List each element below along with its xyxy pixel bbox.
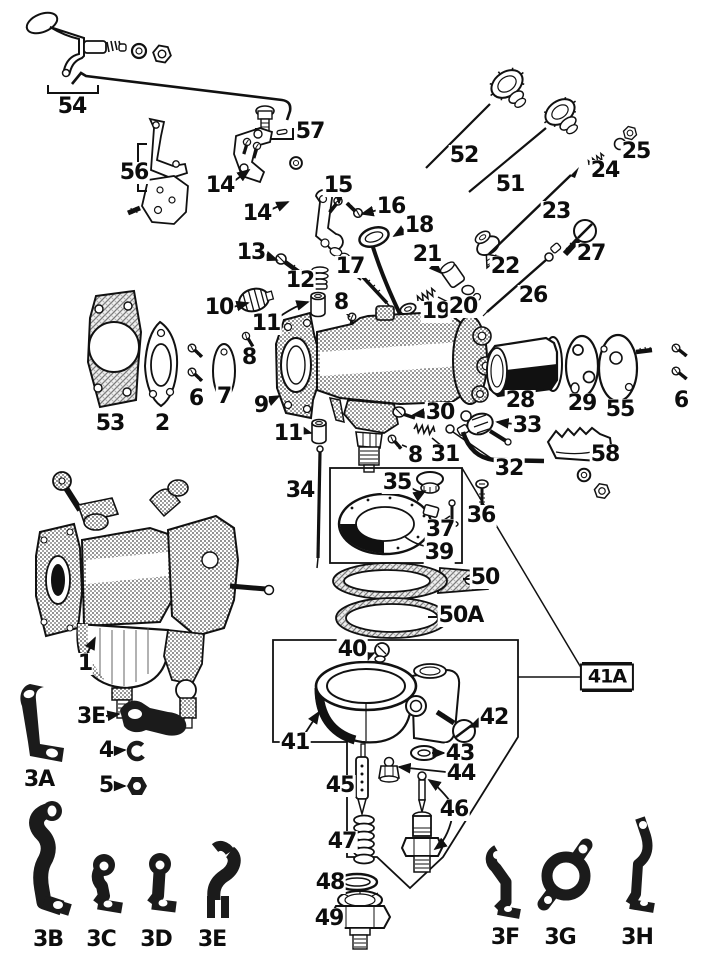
part-3e-bracket-mid [120, 700, 187, 736]
bracket-54 [47, 85, 99, 94]
part-44-nut [378, 756, 400, 783]
part-16-screw [342, 200, 366, 221]
part-6-screw [184, 365, 207, 384]
part-23-illustration [488, 167, 579, 255]
part-22-illustration [474, 230, 502, 270]
part-11-bushing [310, 291, 326, 318]
part-20-spring [415, 286, 438, 305]
part-14-illustrations [233, 127, 351, 262]
part-58-illustration [546, 426, 614, 500]
part-53-gasket [86, 289, 143, 409]
part-3f-bracket [485, 845, 521, 919]
part-41-bowl-cover [314, 660, 461, 745]
part-8-screw [238, 329, 260, 349]
part-34-rod [316, 445, 324, 569]
part-52-illustration [425, 67, 527, 169]
part-42-screw [435, 709, 476, 743]
part-12-illustration [311, 266, 329, 290]
part-39-float [337, 492, 459, 556]
part-7-gasket [212, 343, 236, 399]
part-3d-bracket [147, 853, 177, 913]
part-26-illustration [482, 242, 562, 317]
part-30-screw [392, 406, 416, 420]
part-3h-bracket [625, 816, 655, 913]
part-25-illustration [613, 124, 639, 151]
part-5-nut [127, 777, 147, 795]
part-10-illustration [238, 287, 275, 313]
part-4-lockwasher [126, 740, 148, 762]
complete-carburetor-illustration [35, 471, 275, 729]
part-56-illustration [127, 117, 189, 225]
part-3g-bracket [537, 838, 593, 911]
part-8-screw [384, 432, 407, 452]
part-47-spring [353, 814, 375, 865]
part-46-illustration [400, 771, 444, 873]
part-45-needle [355, 743, 369, 817]
part-49-drain [328, 890, 392, 950]
part-11-bushing [311, 418, 327, 445]
part-27-screw [562, 219, 597, 257]
part-55-disc [597, 333, 653, 403]
part-50-gasket [332, 562, 496, 600]
part-28-venturi [485, 336, 559, 398]
part-6-screw [669, 341, 691, 359]
connector-line [461, 467, 584, 672]
part-31-spring [412, 423, 437, 436]
choke-lever-54-illustration [25, 11, 174, 94]
part-51-illustration [468, 97, 579, 193]
part-3c-bracket [91, 854, 123, 914]
part-6-screw [184, 341, 207, 360]
choke-rod-illustration [70, 71, 292, 121]
part-32-illustration [445, 424, 545, 464]
label-box-41a [582, 662, 632, 692]
part-3a-bracket [20, 684, 65, 762]
part-48-ring [335, 872, 379, 892]
part-29-disc [564, 334, 600, 398]
part-35-cap [416, 471, 444, 494]
part-6-screw [669, 364, 691, 382]
part-2-gasket [143, 320, 179, 408]
part-40-screw [374, 642, 390, 663]
part-3b-bracket [29, 801, 72, 916]
part-33-illustration [460, 410, 512, 446]
part-24-spring [586, 152, 607, 168]
part-3e-bracket-bottom [207, 840, 241, 918]
bracket-56 [137, 143, 147, 192]
part-21-illustration [439, 261, 482, 302]
